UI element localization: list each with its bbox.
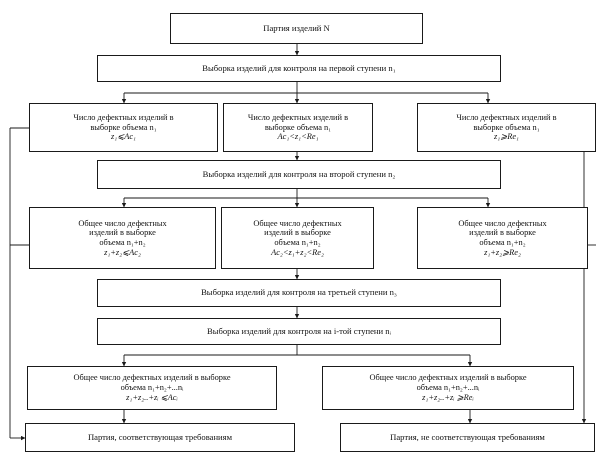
stage1-continue-box: Число дефектных изделий в выборке объема… — [223, 103, 373, 152]
stage1-reject-box: Число дефектных изделий в выборке объема… — [417, 103, 596, 152]
stage1-box: Выборка изделий для контроля на первой с… — [97, 55, 501, 82]
stage2-accept-box: Общее число дефектных изделий в выборке … — [29, 207, 216, 269]
stage2-continue-box: Общее число дефектных изделий в выборке … — [221, 207, 374, 269]
stagei-label: Выборка изделий для контроля на i-той ст… — [207, 325, 391, 336]
stagei-box: Выборка изделий для контроля на i-той ст… — [97, 318, 501, 345]
accept-outcome-box: Партия, соответствующая требованиям — [25, 423, 295, 452]
stage2-label: Выборка изделий для контроля на второй с… — [202, 168, 396, 179]
lot-label: Партия изделий N — [263, 22, 330, 33]
stage1-label: Выборка изделий для контроля на первой с… — [202, 62, 396, 73]
stagei-accept-box: Общее число дефектных изделий в выборке … — [27, 366, 277, 410]
accept-label: Партия, соответствующая требованиям — [87, 431, 233, 442]
stage2-reject-box: Общее число дефектных изделий в выборке … — [417, 207, 588, 269]
stage2-box: Выборка изделий для контроля на второй с… — [97, 160, 501, 189]
stagei-reject-box: Общее число дефектных изделий в выборке … — [322, 366, 574, 410]
reject-label: Партия, не соответствующая требованиям — [390, 431, 545, 442]
stage1-accept-box: Число дефектных изделий в выборке объема… — [29, 103, 218, 152]
stage3-box: Выборка изделий для контроля на третьей … — [97, 279, 501, 307]
stage3-label: Выборка изделий для контроля на третьей … — [201, 287, 397, 298]
reject-outcome-box: Партия, не соответствующая требованиям — [340, 423, 595, 452]
lot-box: Партия изделий N — [170, 13, 423, 44]
